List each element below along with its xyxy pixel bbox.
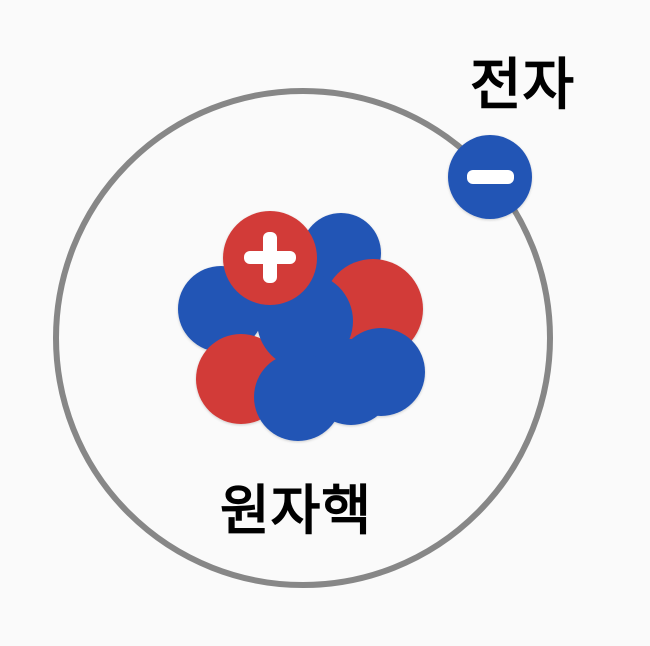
electron-orbit: [53, 88, 553, 588]
nucleus-label: 원자핵: [220, 479, 373, 542]
electron-label: 전자: [470, 53, 576, 118]
neutron: [308, 339, 394, 425]
nucleus: [178, 211, 425, 441]
plus-icon: [244, 232, 296, 283]
minus-icon: [467, 170, 514, 184]
